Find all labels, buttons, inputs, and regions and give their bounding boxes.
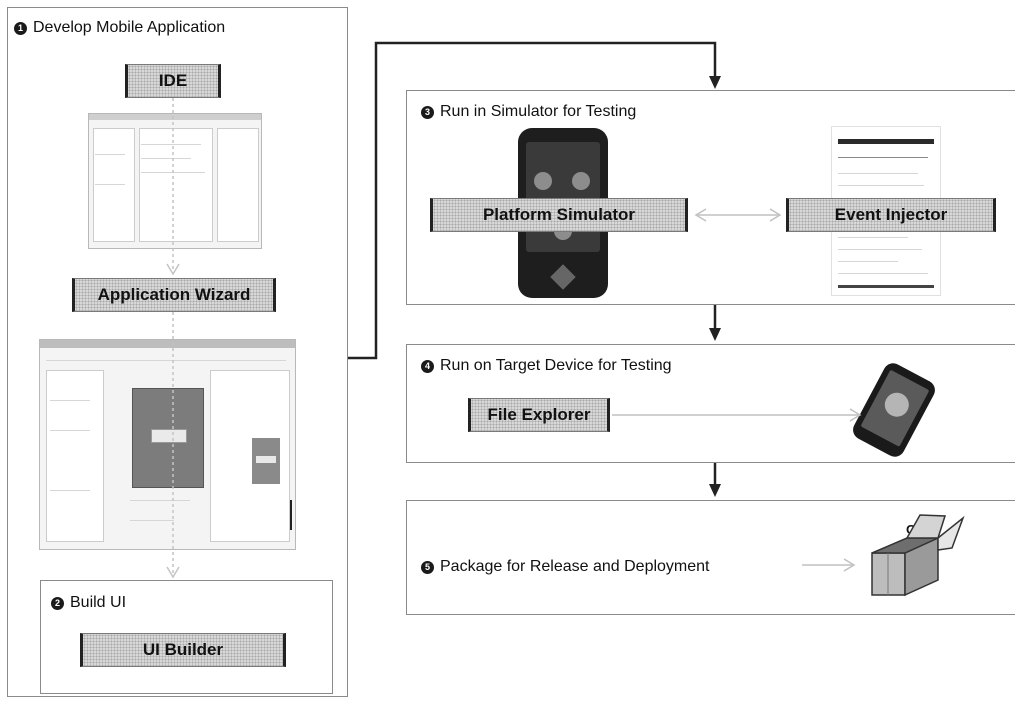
package-title-text: Package for Release and Deployment bbox=[440, 558, 710, 575]
ide-screenshot bbox=[88, 113, 262, 249]
ui-builder-button[interactable]: UI Builder bbox=[80, 633, 286, 667]
step-number-badge: 2 bbox=[51, 597, 64, 610]
develop-title-text: Develop Mobile Application bbox=[33, 19, 226, 36]
platform-simulator-button[interactable]: Platform Simulator bbox=[430, 198, 688, 232]
wizard-screenshot bbox=[39, 339, 296, 550]
step-number-badge: 4 bbox=[421, 360, 434, 373]
step-number-badge: 5 bbox=[421, 561, 434, 574]
step-number-badge: 3 bbox=[421, 106, 434, 119]
build-ui-title: 2 Build UI bbox=[51, 594, 126, 612]
phone-canvas-preview bbox=[132, 388, 204, 488]
small-phone-preview bbox=[252, 438, 280, 484]
event-injector-button[interactable]: Event Injector bbox=[786, 198, 996, 232]
application-wizard-button[interactable]: Application Wizard bbox=[72, 278, 276, 312]
step-number-badge: 1 bbox=[14, 22, 27, 35]
package-title: 5 Package for Release and Deployment bbox=[421, 558, 710, 576]
package-panel bbox=[406, 500, 1015, 615]
simulator-title-text: Run in Simulator for Testing bbox=[440, 103, 637, 120]
simulator-title: 3 Run in Simulator for Testing bbox=[421, 103, 636, 121]
file-explorer-button[interactable]: File Explorer bbox=[468, 398, 610, 432]
develop-to-simulator-connector bbox=[348, 41, 717, 360]
build-ui-title-text: Build UI bbox=[70, 594, 127, 611]
package-box-icon bbox=[871, 514, 965, 597]
target-device-title: 4 Run on Target Device for Testing bbox=[421, 357, 672, 375]
develop-title: 1 Develop Mobile Application bbox=[14, 19, 225, 37]
ide-button[interactable]: IDE bbox=[125, 64, 221, 98]
target-device-title-text: Run on Target Device for Testing bbox=[440, 357, 672, 374]
